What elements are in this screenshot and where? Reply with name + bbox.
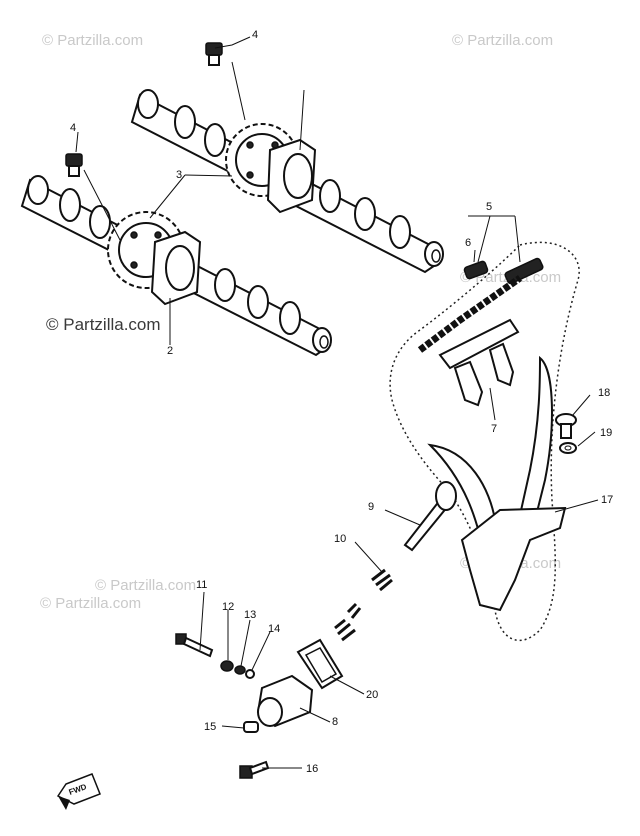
callout-18: 18 <box>598 387 610 399</box>
timing-chain-loop <box>389 241 580 641</box>
callout-14: 14 <box>268 623 280 635</box>
callout-20: 20 <box>366 689 378 701</box>
callout-15: 15 <box>204 721 216 733</box>
cam-sprocket-front <box>107 211 202 306</box>
spring-10 <box>334 568 393 642</box>
callout-10: 10 <box>334 533 346 545</box>
chain-links <box>417 257 544 353</box>
chain-guide-upper <box>438 318 520 407</box>
tensioner-rod <box>403 481 457 552</box>
tensioner-body <box>256 674 314 728</box>
callout-17: 17 <box>601 494 613 506</box>
bolt-11 <box>175 633 214 658</box>
watermark-top-left: © Partzilla.com <box>42 32 143 49</box>
plug-15 <box>243 721 259 733</box>
callout-9: 9 <box>368 501 374 513</box>
watermark-center-left: © Partzilla.com <box>46 315 161 334</box>
callout-2: 2 <box>167 345 173 357</box>
callout-16: 16 <box>306 763 318 775</box>
washer-13 <box>234 665 246 675</box>
callout-19: 19 <box>600 427 612 439</box>
callout-11: 11 <box>196 579 207 591</box>
callout-6: 6 <box>465 237 471 249</box>
washer-19 <box>559 442 577 454</box>
callout-7: 7 <box>491 423 497 435</box>
callout-13: 13 <box>244 609 256 621</box>
callout-3: 3 <box>176 169 182 181</box>
fwd-arrow-icon: FWD <box>56 773 101 810</box>
callout-4-front: 4 <box>70 122 76 134</box>
leader-lines <box>75 36 599 769</box>
callout-5: 5 <box>486 201 492 213</box>
bolt-rear <box>205 42 223 66</box>
bolt-front <box>65 153 83 177</box>
oring-14 <box>245 669 255 679</box>
bolt-18 <box>555 413 577 439</box>
watermark-top-right: © Partzilla.com <box>452 32 553 49</box>
gasket-20 <box>296 638 344 690</box>
callouts: 4 4 3 2 5 6 7 18 19 17 9 10 11 12 13 14 … <box>70 29 613 775</box>
callout-4-rear: 4 <box>252 29 258 41</box>
callout-8: 8 <box>332 716 338 728</box>
watermark-lower-left-2: © Partzilla.com <box>40 595 141 612</box>
watermark-lower-left: © Partzilla.com <box>95 577 196 594</box>
chain-guide-long <box>427 355 567 612</box>
bolt-16 <box>239 760 270 779</box>
cam-sprocket-rear <box>225 123 317 214</box>
callout-12: 12 <box>222 601 234 613</box>
nut-12 <box>220 660 234 672</box>
